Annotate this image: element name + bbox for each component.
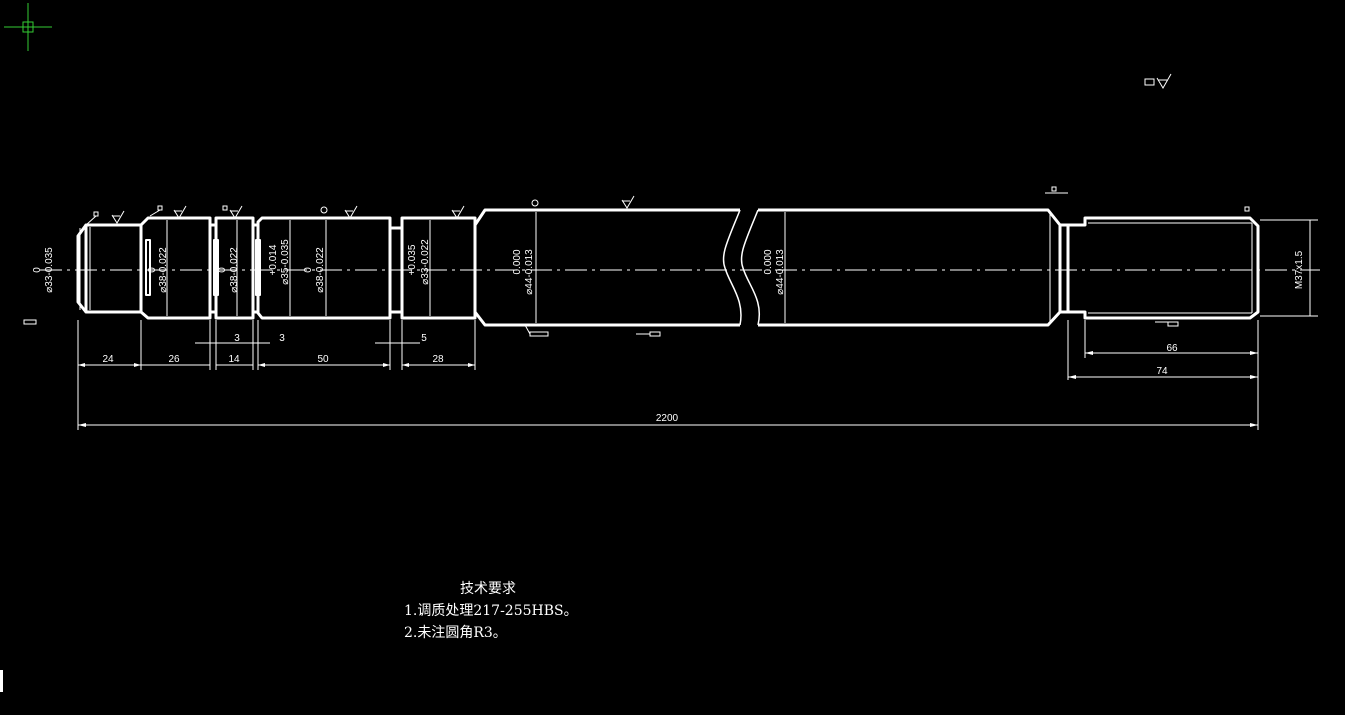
technical-requirements: 技术要求 1.调质处理217-255HBS。 2.未注圆角R3。 bbox=[404, 578, 578, 644]
tol-3-upper: 0 bbox=[217, 267, 228, 273]
tol-4-upper: +0.014 bbox=[268, 244, 279, 275]
thread-label: M37x1.5 bbox=[1294, 250, 1305, 289]
notes-line-1: 1.调质处理217-255HBS。 bbox=[404, 603, 578, 619]
roughness-symbol-icon bbox=[1144, 73, 1172, 89]
crosshair-cursor-icon bbox=[4, 3, 52, 51]
dim-28: 28 bbox=[432, 354, 444, 365]
tol-5-upper: 0 bbox=[303, 267, 314, 273]
arrowheads bbox=[78, 351, 1258, 427]
tol-6-upper: +0.035 bbox=[407, 244, 418, 275]
tolerance-labels: 0 ⌀33-0.035 0 ⌀38-0.022 0 ⌀38-0.022 +0.0… bbox=[32, 239, 1305, 295]
dim-66: 66 bbox=[1166, 343, 1178, 354]
dim-50: 50 bbox=[317, 354, 329, 365]
tol-1-lower: ⌀33-0.035 bbox=[44, 247, 55, 293]
tol-7-upper: 0.000 bbox=[512, 249, 523, 274]
tol-4-lower: ⌀35-0.035 bbox=[280, 239, 291, 285]
tol-1-upper: 0 bbox=[32, 267, 43, 273]
dim-2200: 2200 bbox=[656, 413, 679, 424]
tol-6-lower: ⌀33-0.022 bbox=[420, 239, 431, 285]
dim-5: 5 bbox=[421, 333, 427, 344]
dim-3a: 3 bbox=[234, 333, 240, 344]
tol-8-upper: 0.000 bbox=[763, 249, 774, 274]
dim-24: 24 bbox=[102, 354, 114, 365]
tol-2-lower: ⌀38-0.022 bbox=[158, 247, 169, 293]
roughness-symbol-icon bbox=[111, 195, 635, 224]
tol-7-lower: ⌀44-0.013 bbox=[524, 249, 535, 295]
notes-title: 技术要求 bbox=[460, 581, 516, 597]
notes-line-2: 2.未注圆角R3。 bbox=[404, 625, 507, 641]
datum-symbol-icon bbox=[85, 186, 1250, 226]
shaft-outline bbox=[76, 208, 1260, 327]
dim-26: 26 bbox=[168, 354, 180, 365]
dim-3b: 3 bbox=[279, 333, 285, 344]
dim-14: 14 bbox=[228, 354, 240, 365]
text-cursor bbox=[0, 670, 3, 692]
dimension-lines bbox=[77, 212, 1318, 430]
tol-3-lower: ⌀38-0.022 bbox=[229, 247, 240, 293]
tolerance-frame-icon bbox=[23, 319, 1179, 337]
tol-5-lower: ⌀38-0.022 bbox=[315, 247, 326, 293]
tol-8-lower: ⌀44-0.013 bbox=[775, 249, 786, 295]
dim-74: 74 bbox=[1156, 366, 1168, 377]
tol-2-upper: 0 bbox=[147, 267, 158, 273]
